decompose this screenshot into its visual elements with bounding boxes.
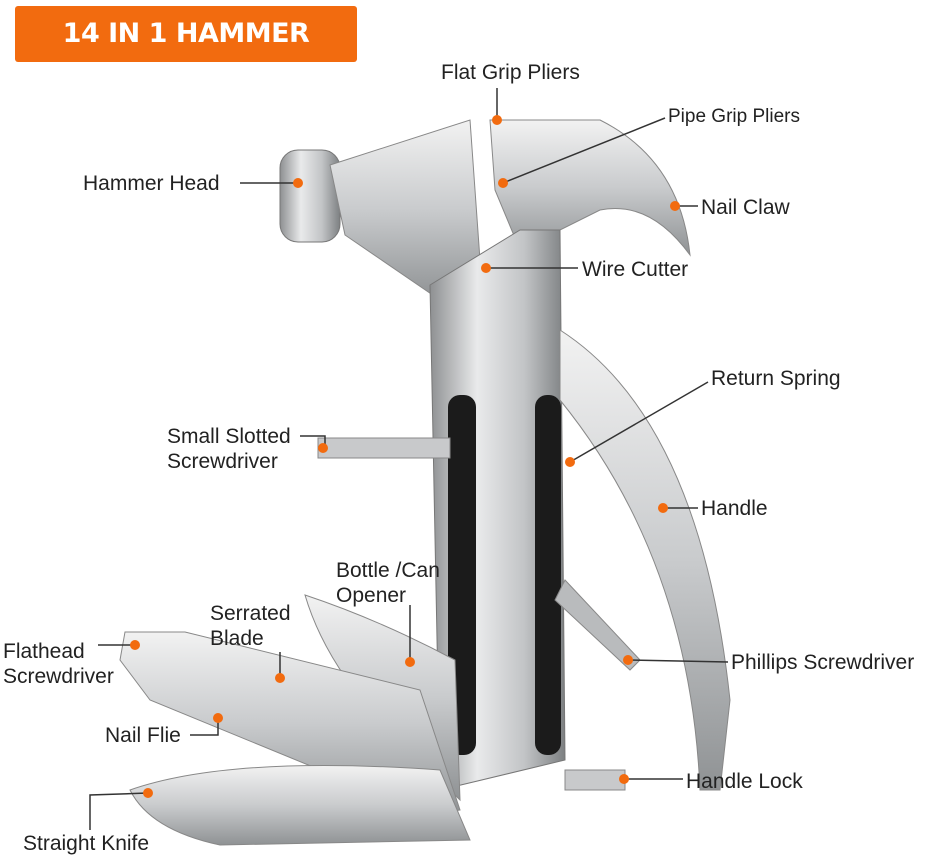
title-badge: 14 IN 1 HAMMER TOOLS <box>15 6 357 105</box>
label-line-2: Screwdriver <box>3 665 114 688</box>
leader-lines <box>89 88 729 830</box>
label-straight-knife: Straight Knife <box>23 832 150 855</box>
marker-dots <box>130 115 680 798</box>
label-flat-grip-pliers: Flat Grip Pliers <box>441 61 580 84</box>
label-line-1: Flathead <box>3 640 85 663</box>
label-line-2: Screwdriver <box>167 450 278 473</box>
handle-lock-shape <box>564 769 626 791</box>
label-handle-lock: Handle Lock <box>686 770 803 793</box>
label-pipe-grip-pliers: Pipe Grip Pliers <box>668 106 800 127</box>
label-line-1: Serrated <box>210 602 291 625</box>
phillips-shape <box>554 579 641 671</box>
label-small-slotted-screwdriver: Small Slotted Screwdriver <box>167 424 291 474</box>
label-bottle-can-opener: Bottle /Can Opener <box>336 558 440 608</box>
right-grip-shape <box>535 395 561 755</box>
label-wire-cutter: Wire Cutter <box>582 258 689 281</box>
label-line-2: Blade <box>210 627 264 650</box>
label-hammer-head: Hammer Head <box>83 172 220 195</box>
label-serrated-blade: Serrated Blade <box>210 601 291 651</box>
label-flathead-screwdriver: Flathead Screwdriver <box>3 639 114 689</box>
label-phillips-screwdriver: Phillips Screwdriver <box>731 651 915 674</box>
label-handle: Handle <box>701 497 768 520</box>
straight-knife-shape <box>129 765 471 846</box>
label-nail-claw: Nail Claw <box>701 196 790 219</box>
label-line-2: Opener <box>336 584 407 607</box>
label-nail-flie: Nail Flie <box>105 724 181 747</box>
slotted-screwdriver-shape <box>317 437 451 459</box>
label-line-1: Small Slotted <box>167 425 291 448</box>
label-return-spring: Return Spring <box>711 367 841 390</box>
pliers-jaw-shape <box>489 119 691 257</box>
hammer-head-shape <box>279 149 341 243</box>
side-handle-shape <box>559 329 731 791</box>
label-line-1: Bottle /Can <box>336 559 440 582</box>
